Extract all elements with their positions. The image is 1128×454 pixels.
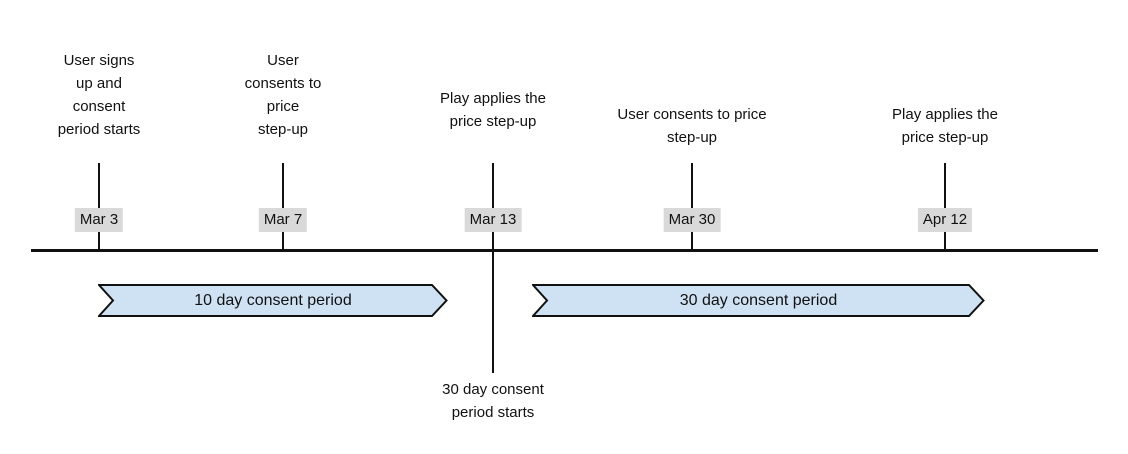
timeline-axis bbox=[31, 249, 1098, 252]
event-date: Mar 3 bbox=[74, 208, 124, 232]
event-tick bbox=[98, 163, 100, 250]
event-date: Apr 12 bbox=[917, 208, 973, 232]
event-description: Play applies the price step-up bbox=[440, 90, 546, 130]
event-description: User consents to price step-up bbox=[244, 52, 322, 138]
event-date: Mar 30 bbox=[663, 208, 721, 232]
event-description: User consents to price step-up bbox=[617, 106, 767, 146]
consent-period-start-annotation: 30 day consent period starts bbox=[442, 381, 544, 421]
consent-period-arrow-10day bbox=[98, 284, 448, 317]
event-tick bbox=[282, 163, 284, 250]
event-date: Mar 13 bbox=[464, 208, 522, 232]
consent-period-arrow-30day bbox=[532, 284, 985, 317]
event-description: User signs up and consent period starts bbox=[57, 52, 141, 138]
event-description: Play applies the price step-up bbox=[892, 106, 998, 146]
event-tick-long bbox=[492, 163, 494, 373]
consent-period-label: 10 day consent period bbox=[194, 291, 352, 309]
consent-period-label: 30 day consent period bbox=[679, 291, 838, 309]
event-date: Mar 7 bbox=[258, 208, 308, 232]
event-tick bbox=[691, 163, 693, 250]
event-tick bbox=[944, 163, 946, 250]
